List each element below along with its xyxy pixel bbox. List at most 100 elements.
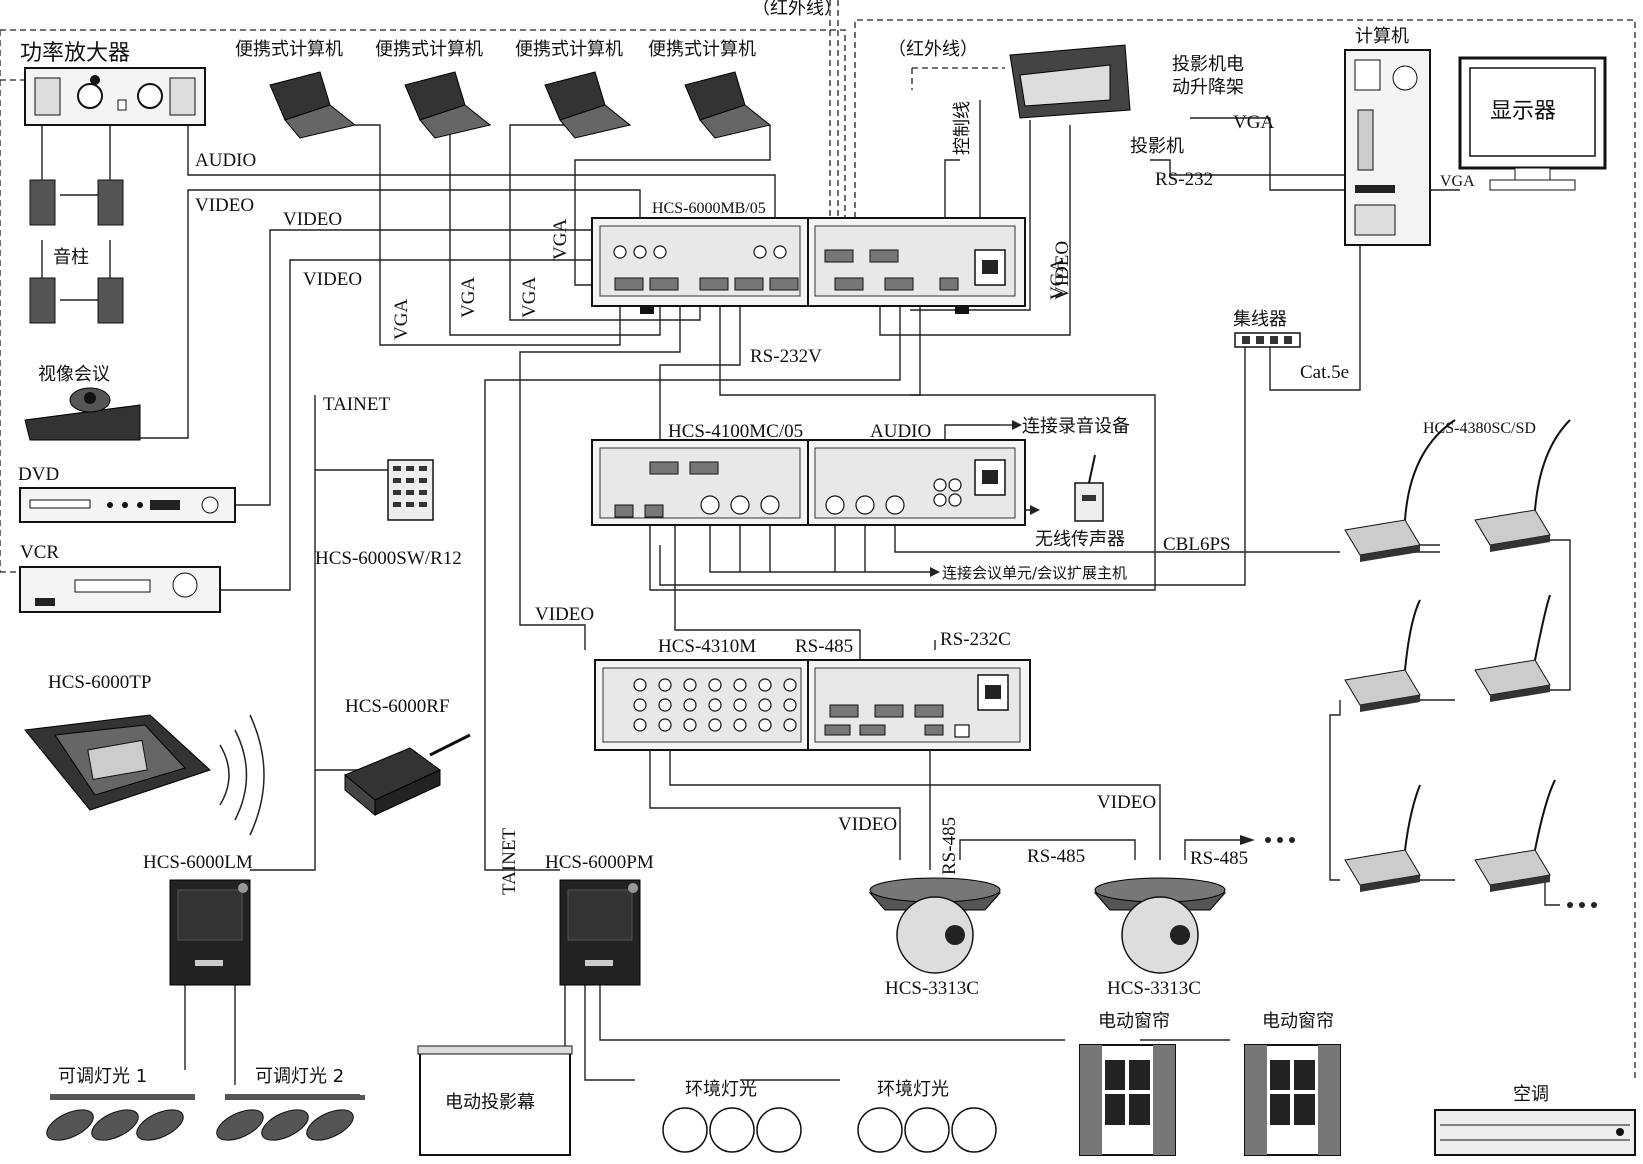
- monitor-label: 显示器: [1490, 99, 1556, 124]
- network-hub: [1234, 332, 1301, 348]
- camera-1: [868, 877, 1002, 974]
- curtain1-label: 电动窗帘: [1098, 1011, 1170, 1032]
- rf-label: HCS-6000RF: [345, 696, 450, 717]
- tainet-label-2: TAINET: [499, 828, 520, 895]
- video6-label: VIDEO: [1097, 792, 1156, 813]
- conference-unit-6: [1474, 779, 1556, 892]
- lighting-module: [169, 879, 251, 986]
- conference-unit-4: [1474, 594, 1551, 702]
- tp-label: HCS-6000TP: [48, 672, 151, 693]
- curtain-2: [1244, 1044, 1341, 1156]
- hcs-6000mb-main-unit: [591, 217, 1026, 314]
- rs485c-label: RS-485: [1027, 846, 1085, 867]
- conference-unit-1: [1344, 419, 1456, 562]
- curtain2-label: 电动窗帘: [1262, 1011, 1334, 1032]
- hcs4100-label: HCS-4100MC/05: [668, 421, 803, 442]
- computer-tower: [1344, 49, 1431, 246]
- env1-label: 环境灯光: [685, 1079, 757, 1100]
- projection-screen: [417, 1045, 573, 1156]
- computer-label: 计算机: [1355, 26, 1409, 47]
- rs485d-label: RS-485: [1190, 848, 1248, 869]
- projector-lift-label-1: 投影机电: [1172, 54, 1244, 75]
- laptop-2-label: 便携式计算机: [375, 39, 483, 60]
- cam1-label: HCS-3313C: [885, 978, 979, 999]
- speaker-columns: [29, 179, 124, 324]
- ambient-lights-2: [857, 1107, 997, 1153]
- hcs-4310m-unit: [594, 659, 1031, 751]
- tainet-label-1: TAINET: [323, 394, 390, 415]
- dimmable-lights-2: [216, 1095, 365, 1141]
- video-conf-label: 视像会议: [38, 364, 110, 385]
- monitor: [1458, 56, 1607, 191]
- light1-label: 可调灯光 1: [58, 1066, 147, 1087]
- rs485b-label: RS-485: [939, 817, 960, 875]
- hcs4380-label: HCS-4380SC/SD: [1423, 420, 1536, 437]
- vga-label-3: VGA: [519, 277, 540, 318]
- cam2-label: HCS-3313C: [1107, 978, 1201, 999]
- vga-right-label: VGA: [1047, 259, 1068, 300]
- vga-label-2: VGA: [458, 277, 479, 318]
- power-module: [559, 879, 641, 986]
- vcr-label: VCR: [20, 542, 59, 563]
- infrared-top-label: （红外线）: [752, 0, 842, 19]
- hcs4310-label: HCS-4310M: [658, 636, 756, 657]
- hcs-4100mc-unit: [591, 439, 1026, 526]
- light2-label: 可调灯光 2: [255, 1066, 344, 1087]
- screen-label: 电动投影幕: [445, 1092, 535, 1113]
- power-amp-label: 功率放大器: [20, 41, 130, 66]
- conference-units: [1344, 419, 1571, 892]
- laptop-1: [269, 71, 357, 139]
- laptop-4: [684, 71, 772, 139]
- laptops: [269, 71, 772, 139]
- dimmable-lights-1: [46, 1095, 195, 1141]
- curtain-1: [1079, 1044, 1176, 1156]
- conference-unit-5: [1344, 784, 1421, 892]
- projector-label: 投影机: [1130, 136, 1184, 157]
- power-amplifier: [24, 67, 206, 126]
- cbl6ps-label: CBL6PS: [1163, 534, 1231, 555]
- conference-unit-3: [1344, 599, 1421, 712]
- wiring: [41, 100, 1571, 1096]
- wireless-receiver: [1074, 454, 1104, 522]
- arrows: [930, 420, 1597, 908]
- vga-label-1: VGA: [391, 299, 412, 340]
- vga-proj-label: VGA: [1233, 112, 1274, 133]
- vga-label-4: VGA: [550, 219, 571, 260]
- switch-panel: [387, 459, 434, 521]
- sw-r12-label: HCS-6000SW/R12: [315, 548, 462, 569]
- conf-unit-label: 连接会议单元/会议扩展主机: [942, 564, 1127, 582]
- infrared-boundaries: [0, 0, 1636, 1080]
- laptop-3: [544, 71, 632, 139]
- pm-label: HCS-6000PM: [545, 852, 654, 873]
- camera-2: [1093, 877, 1227, 974]
- projector-lift: [1009, 44, 1131, 119]
- bnc-port-grid: [633, 678, 797, 732]
- vga-pc-label: VGA: [1440, 173, 1475, 190]
- video-label-1: VIDEO: [195, 195, 254, 216]
- ac-label: 空调: [1513, 1084, 1549, 1105]
- rs232c-label: RS-232C: [940, 629, 1011, 650]
- projector-lift-label-2: 动升降架: [1172, 77, 1244, 98]
- video4-label: VIDEO: [535, 604, 594, 625]
- env2-label: 环境灯光: [877, 1079, 949, 1100]
- laptop-4-label: 便携式计算机: [648, 39, 756, 60]
- speaker-column-label: 音柱: [53, 247, 89, 268]
- dvd-player: [19, 487, 236, 523]
- rs232-pc-label: RS-232: [1155, 169, 1213, 190]
- cat5e-label: Cat.5e: [1300, 362, 1349, 383]
- mb-label: HCS-6000MB/05: [652, 200, 766, 217]
- laptop-3-label: 便携式计算机: [515, 39, 623, 60]
- ambient-lights-1: [662, 1107, 802, 1153]
- rs485a-label: RS-485: [795, 636, 853, 657]
- dvd-label: DVD: [18, 464, 59, 485]
- audio2-label: AUDIO: [870, 421, 931, 442]
- laptop-1-label: 便携式计算机: [235, 39, 343, 60]
- touch-panel: [24, 714, 265, 836]
- video-conference-device: [24, 387, 141, 441]
- video-label-3: VIDEO: [303, 269, 362, 290]
- air-conditioner: [1434, 1109, 1636, 1156]
- video-right-label: VIDEO: [1052, 241, 1073, 300]
- audio-label: AUDIO: [195, 150, 256, 171]
